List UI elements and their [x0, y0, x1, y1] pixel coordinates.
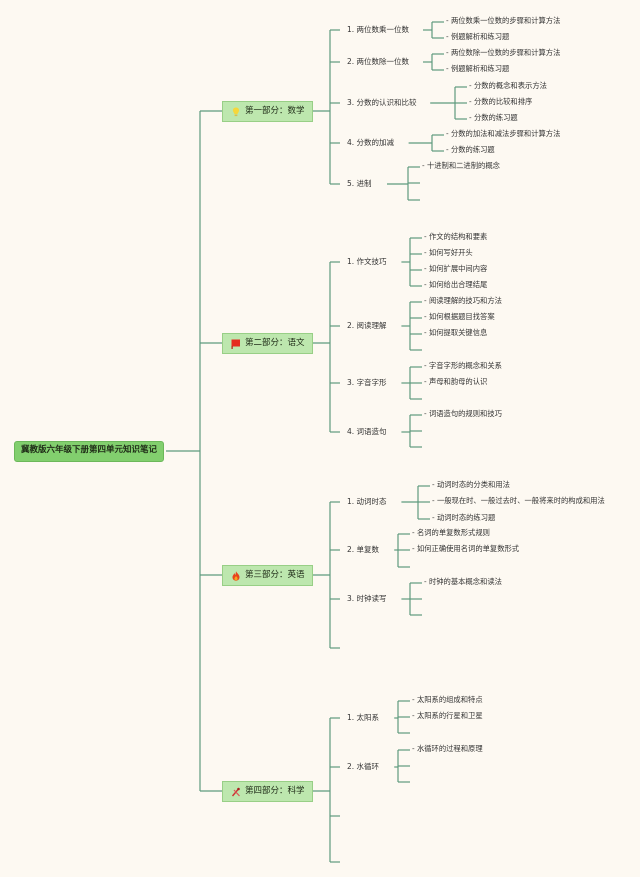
list-item[interactable]: - 分数的加法和减法步骤和计算方法 [446, 129, 561, 138]
flag-icon [231, 339, 241, 349]
part-4-topic[interactable]: 第四部分：科学 [222, 781, 313, 802]
part-3-topic[interactable]: 第三部分：英语 [222, 565, 313, 586]
section-3-2[interactable]: 2. 单复数 [347, 545, 380, 554]
list-item[interactable]: - 分数的概念和表示方法 [469, 81, 547, 90]
list-item[interactable]: - 如何给出合理结尾 [424, 280, 488, 289]
part-1-topic[interactable]: 第一部分：数学 [222, 101, 313, 122]
list-item[interactable]: - 阅读理解的技巧和方法 [424, 296, 502, 305]
lightbulb-icon [231, 107, 241, 117]
list-item[interactable]: - 太阳系的组成和特点 [412, 695, 483, 704]
section-2-4[interactable]: 4. 词语造句 [347, 427, 387, 436]
section-1-5[interactable]: 5. 进制 [347, 179, 372, 188]
list-item[interactable]: - 如何提取关键信息 [424, 328, 488, 337]
part-2-topic[interactable]: 第二部分：语文 [222, 333, 313, 354]
list-item[interactable]: - 水循环的过程和原理 [412, 744, 483, 753]
part-label: 第四部分：科学 [245, 786, 305, 797]
list-item[interactable]: - 两位数乘一位数的步骤和计算方法 [446, 16, 561, 25]
list-item[interactable]: - 分数的练习题 [446, 145, 495, 154]
list-item[interactable]: - 如何正确使用名词的单复数形式 [412, 544, 520, 553]
section-2-1[interactable]: 1. 作文技巧 [347, 257, 387, 266]
list-item[interactable]: - 时钟的基本概念和读法 [424, 577, 502, 586]
root-topic[interactable]: 冀教版六年级下册第四单元知识笔记 [14, 441, 165, 462]
list-item[interactable]: - 两位数除一位数的步骤和计算方法 [446, 48, 561, 57]
list-item[interactable]: - 例题解析和练习题 [446, 64, 510, 73]
list-item[interactable]: - 例题解析和练习题 [446, 32, 510, 41]
list-item[interactable]: - 如何根据题目找答案 [424, 312, 495, 321]
list-item[interactable]: - 字音字形的概念和关系 [424, 361, 502, 370]
section-1-1[interactable]: 1. 两位数乘一位数 [347, 25, 410, 34]
list-item[interactable]: - 名词的单复数形式规则 [412, 528, 490, 537]
tools-icon [231, 787, 241, 797]
section-1-3[interactable]: 3. 分数的认识和比较 [347, 98, 417, 107]
list-item[interactable]: - 声母和韵母的认识 [424, 377, 488, 386]
list-item[interactable]: - 如何写好开头 [424, 248, 473, 257]
section-1-4[interactable]: 4. 分数的加减 [347, 138, 395, 147]
list-item[interactable]: - 如何扩展中间内容 [424, 264, 488, 273]
part-label: 第一部分：数学 [245, 106, 305, 117]
list-item[interactable]: - 动词时态的练习题 [432, 513, 496, 522]
list-item[interactable]: - 分数的比较和排序 [469, 97, 533, 106]
list-item[interactable]: - 十进制和二进制的概念 [422, 161, 500, 170]
section-2-3[interactable]: 3. 字音字形 [347, 378, 387, 387]
list-item[interactable]: - 作文的结构和要素 [424, 232, 488, 241]
list-item[interactable]: - 词语造句的规则和技巧 [424, 409, 502, 418]
fire-icon [231, 570, 241, 581]
part-label: 第二部分：语文 [245, 338, 305, 349]
list-item[interactable]: - 一般现在时、一般过去时、一般将来时的构成和用法 [432, 496, 605, 505]
list-item[interactable]: - 动词时态的分类和用法 [432, 480, 510, 489]
section-4-1[interactable]: 1. 太阳系 [347, 713, 380, 722]
section-2-2[interactable]: 2. 阅读理解 [347, 321, 387, 330]
section-3-1[interactable]: 1. 动词时态 [347, 497, 387, 506]
part-label: 第三部分：英语 [245, 570, 305, 581]
section-4-2[interactable]: 2. 水循环 [347, 762, 380, 771]
list-item[interactable]: - 太阳系的行星和卫星 [412, 711, 483, 720]
section-1-2[interactable]: 2. 两位数除一位数 [347, 57, 410, 66]
section-3-3[interactable]: 3. 时钟读写 [347, 594, 387, 603]
list-item[interactable]: - 分数的练习题 [469, 113, 518, 122]
